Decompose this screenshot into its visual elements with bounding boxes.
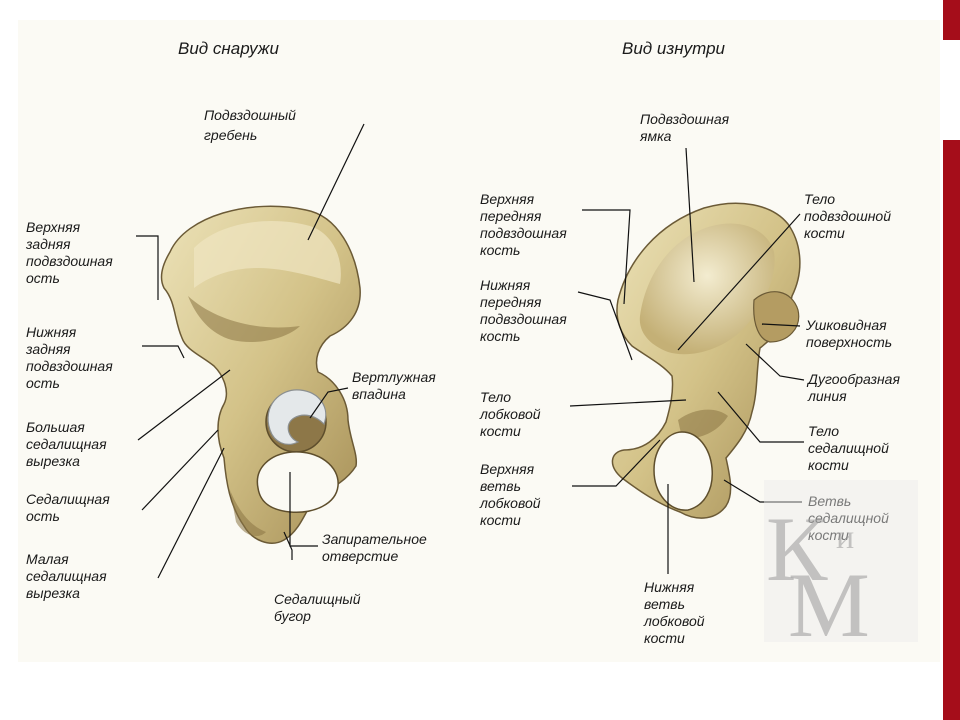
label-obturator-foramen: Запирательное отверстие [322, 531, 431, 564]
svg-text:и: и [836, 519, 854, 556]
label-ischial-spine: Седалищная ость [26, 491, 114, 524]
label-ischial-tuberosity: Седалищный бугор [274, 591, 364, 624]
label-body-of-ischium: Тело седалищной кости [808, 423, 893, 473]
label-anterior-inferior-iliac-spine: Нижняя передняя подвздошная кость [480, 277, 571, 344]
slide-accent-bar [943, 0, 960, 720]
label-anterior-superior-iliac-spine: Верхняя передняя подвздошная кость [480, 191, 571, 258]
leader-lines-inside [569, 147, 805, 574]
label-greater-sciatic-notch: Большая седалищная вырезка [26, 419, 110, 469]
pelvic-bone-diagram: Вид снаружи Вид изнутри Подвздошный греб… [25, 39, 918, 656]
label-inferior-pubic-ramus: Нижняя ветвь лобковой кости [643, 579, 708, 646]
accent-bar-gap [943, 40, 960, 140]
view-outside-title: Вид снаружи [178, 39, 279, 58]
label-auricular-surface: Ушковидная поверхность [805, 317, 892, 350]
leader-lines-outside [136, 123, 365, 579]
figure-panel: Вид снаружи Вид изнутри Подвздошный греб… [18, 20, 940, 662]
label-iliac-crest: Подвздошный гребень [204, 107, 300, 143]
label-lesser-sciatic-notch: Малая седалищная вырезка [26, 551, 110, 601]
label-ischial-ramus: Ветвь седалищной кости [808, 493, 893, 543]
hip-bone-inside [611, 202, 801, 519]
label-posterior-superior-iliac-spine: Верхняя задняя подвздошная ость [25, 219, 117, 286]
label-posterior-inferior-iliac-spine: Нижняя задняя подвздошная ость [25, 324, 117, 391]
watermark-logo: К и М [764, 480, 918, 656]
label-iliac-fossa: Подвздошная ямка [639, 111, 733, 144]
label-acetabulum: Вертлужная впадина [352, 369, 440, 402]
view-inside-title: Вид изнутри [622, 39, 726, 58]
label-body-of-pubis: Тело лобковой кости [479, 389, 544, 439]
label-arcuate-line: Дугообразная линия [806, 371, 904, 404]
label-body-of-ilium: Тело подвздошной кости [804, 191, 895, 241]
svg-text:М: М [788, 554, 870, 656]
hip-bone-outside [160, 205, 361, 544]
svg-text:К: К [766, 498, 828, 600]
label-superior-pubic-ramus: Верхняя ветвь лобковой кости [479, 461, 544, 528]
